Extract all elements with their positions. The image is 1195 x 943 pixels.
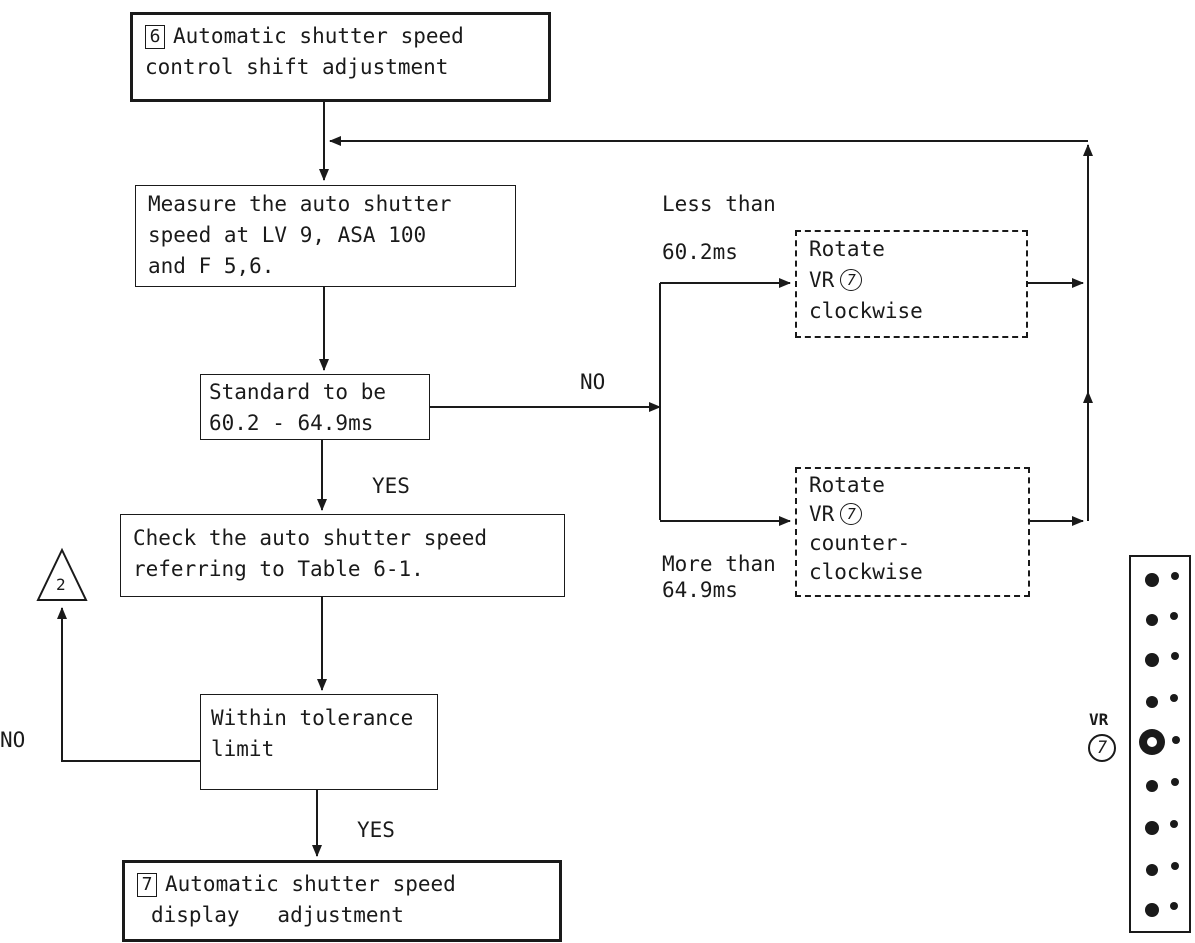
offpage-connector-number: 2 [56,575,66,594]
less-than-value: 60.2ms [662,240,738,264]
standard-text-1: Standard to be [209,380,387,404]
rotate-cw-text-1: Rotate [809,237,885,261]
more-than-value: 64.9ms [662,578,738,602]
step-number-badge-end: 7 [137,873,157,897]
pcb-component-strip [1129,555,1191,933]
rotate-cw-text-3: clockwise [809,299,923,323]
start-box-line-1: 6 Automatic shutter speed [145,21,536,52]
legend-vr-number-circle: 7 [1088,734,1116,762]
measure-text-3: and F 5,6. [148,254,275,278]
end-box-line-1: 7 Automatic shutter speed [137,869,547,900]
check-box: Check the auto shutter speed referring t… [120,514,565,597]
yes-tolerance-label: YES [357,818,395,842]
measure-text-1: Measure the auto shutter [148,192,452,216]
offpage-connector-triangle [36,547,88,601]
start-box-automatic-shutter-control-shift: 6 Automatic shutter speed control shift a… [130,12,551,102]
legend-vr-label: VR [1089,710,1109,729]
check-text-1: Check the auto shutter speed [133,526,488,550]
no-branch-label: NO [580,370,606,394]
start-box-text-1: Automatic shutter speed [173,24,464,48]
end-box-automatic-shutter-display: 7 Automatic shutter speed display adjustm… [122,860,562,942]
rotate-ccw-text-4: clockwise [809,560,923,584]
less-than-label: Less than [662,192,776,216]
rotate-ccw-vr-text: VR [809,502,835,526]
rotate-cw-vr-text: VR [809,268,835,292]
vr-number-circle: 7 [840,503,863,525]
more-than-label: More than [662,552,776,576]
step-number-badge: 6 [145,25,165,49]
rotate-ccw-text-3: counter- [809,531,911,555]
arrow-tolerance-no-loop [57,607,200,762]
tolerance-text-1: Within tolerance [211,706,414,730]
measure-box: Measure the auto shutter speed at LV 9, … [135,185,516,287]
end-box-text-1: Automatic shutter speed [165,872,456,896]
yes-standard-label: YES [372,474,410,498]
tolerance-decision-box: Within tolerance limit [200,694,438,790]
measure-text-2: speed at LV 9, ASA 100 [148,223,427,247]
vr-number-circle: 7 [840,269,863,291]
check-text-2: referring to Table 6-1. [133,557,424,581]
end-box-text-2: display adjustment [151,903,404,927]
standard-decision-box: Standard to be 60.2 - 64.9ms [200,374,430,440]
tolerance-text-2: limit [211,737,275,761]
no-tolerance-label: NO [0,728,26,752]
rotate-ccw-text-1: Rotate [809,473,885,497]
start-box-text-2: control shift adjustment [145,55,449,79]
standard-text-2: 60.2 - 64.9ms [209,411,374,435]
